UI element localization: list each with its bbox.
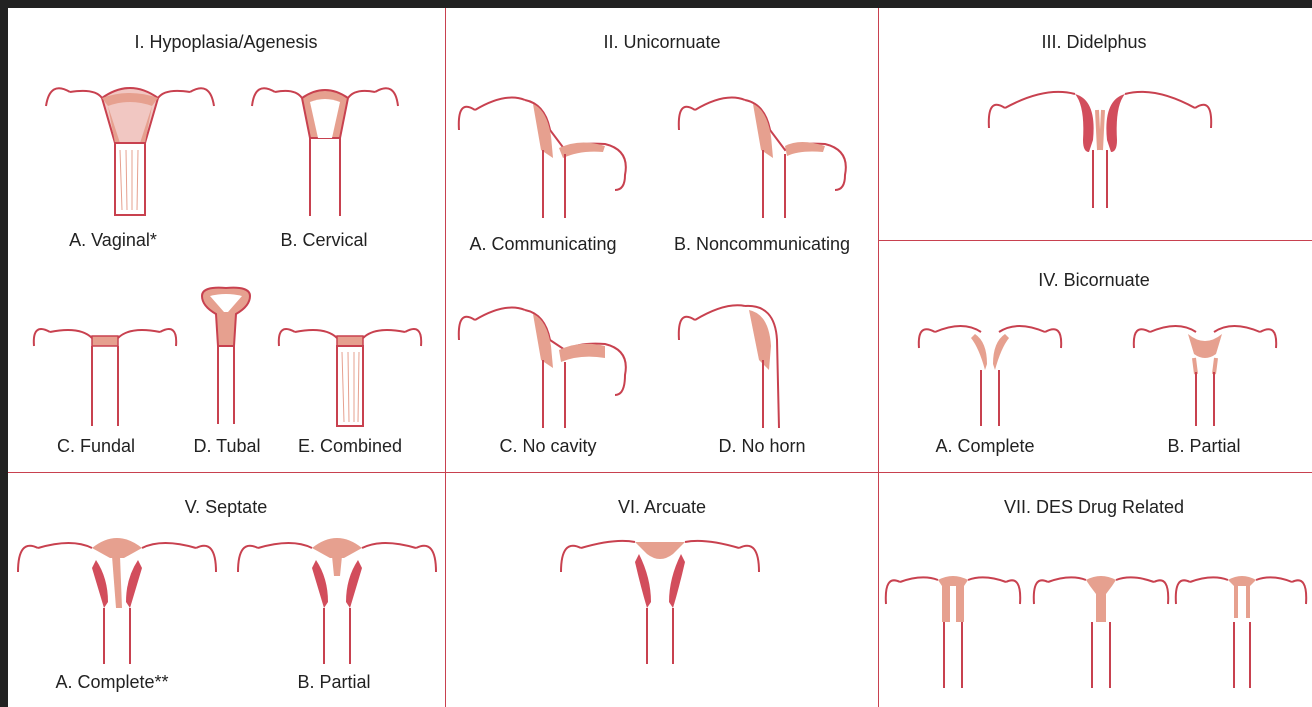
label-no-horn: D. No horn	[718, 436, 805, 457]
des-variant-1-illustration	[882, 570, 1024, 690]
uterus-tubal-illustration	[196, 286, 256, 426]
unicornuate-no-cavity-illustration	[455, 300, 645, 430]
unicornuate-no-horn-illustration	[675, 300, 815, 430]
panel-title-bicornuate: IV. Bicornuate	[1038, 270, 1149, 291]
panel-title-arcuate: VI. Arcuate	[618, 497, 706, 518]
panel-title-hypoplasia: I. Hypoplasia/Agenesis	[134, 32, 317, 53]
panel-title-didelphus: III. Didelphus	[1041, 32, 1146, 53]
unicornuate-communicating-illustration	[455, 90, 645, 220]
panel-title-unicornuate: II. Unicornuate	[603, 32, 720, 53]
label-tubal: D. Tubal	[193, 436, 260, 457]
panel-title-des: VII. DES Drug Related	[1004, 497, 1184, 518]
divider-row-mid	[445, 472, 878, 473]
label-fundal: C. Fundal	[57, 436, 135, 457]
label-septate-complete: A. Complete**	[55, 672, 168, 693]
uterus-arcuate-illustration	[555, 528, 765, 666]
divider-col-2	[878, 8, 879, 707]
unicornuate-noncommunicating-illustration	[675, 90, 865, 220]
panel-title-septate: V. Septate	[185, 497, 267, 518]
uterus-cervical-illustration	[250, 78, 400, 218]
left-border	[0, 0, 8, 707]
label-septate-partial: B. Partial	[297, 672, 370, 693]
uterus-vaginal-illustration	[40, 78, 220, 218]
label-communicating: A. Communicating	[469, 234, 616, 255]
label-cervical: B. Cervical	[280, 230, 367, 251]
label-bicornuate-complete: A. Complete	[935, 436, 1034, 457]
uterus-didelphus-illustration	[985, 80, 1215, 210]
divider-row-left	[8, 472, 445, 473]
divider-didelphus-bicornuate	[878, 240, 1312, 241]
label-noncommunicating: B. Noncommunicating	[674, 234, 850, 255]
divider-row-right	[878, 472, 1312, 473]
label-bicornuate-partial: B. Partial	[1167, 436, 1240, 457]
septate-complete-illustration	[12, 528, 222, 666]
des-variant-2-illustration	[1030, 570, 1172, 690]
divider-col-1	[445, 8, 446, 707]
bicornuate-partial-illustration	[1130, 318, 1280, 428]
label-vaginal: A. Vaginal*	[69, 230, 157, 251]
bicornuate-complete-illustration	[915, 318, 1065, 428]
uterus-combined-illustration	[275, 318, 425, 428]
uterus-fundal-illustration	[30, 318, 180, 428]
label-combined: E. Combined	[298, 436, 402, 457]
top-border	[0, 0, 1312, 8]
des-variant-3-illustration	[1172, 570, 1310, 690]
label-no-cavity: C. No cavity	[499, 436, 596, 457]
septate-partial-illustration	[232, 528, 442, 666]
